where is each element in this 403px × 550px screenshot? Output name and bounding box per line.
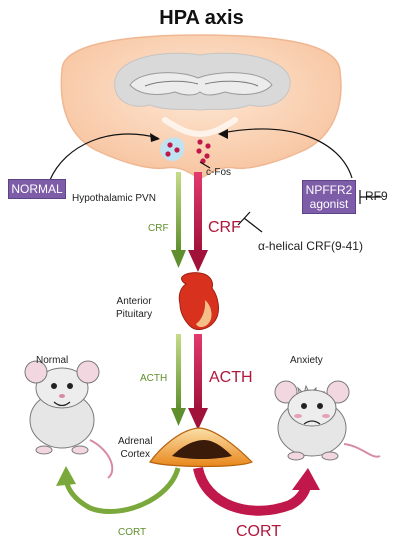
adrenal-cortex-shape	[149, 427, 254, 468]
cort-large-label: CORT	[236, 523, 282, 540]
normal-box-label: NORMAL	[11, 181, 63, 196]
inhibition-marks	[237, 190, 382, 233]
normal-mouse-illustration	[24, 360, 114, 479]
anterior-pituitary-label: Anterior Pituitary	[116, 296, 152, 321]
acth-large-label: ACTH	[209, 369, 253, 386]
pituitary-label: Pituitary	[116, 308, 153, 320]
npffr2-agonist-box: NPFFR2 agonist	[302, 180, 356, 214]
cort-arrows	[56, 466, 320, 516]
adrenal-label: Adrenal	[118, 436, 153, 447]
npffr2-label: NPFFR2	[305, 182, 353, 197]
anxiety-mouse-illustration	[274, 380, 381, 461]
hypothalamic-pvn-label: Hypothalamic PVN	[72, 193, 156, 204]
input-arrows	[49, 128, 353, 181]
anxiety-mouse-label: Anxiety	[290, 355, 323, 366]
anterior-pituitary-shape	[178, 272, 219, 330]
normal-mouse-label: Normal	[36, 355, 69, 366]
diagram-title: HPA axis	[159, 7, 244, 29]
brain-section	[60, 34, 342, 179]
acth-arrows	[171, 334, 208, 430]
adrenal-cortex-label: Adrenal Cortex	[118, 436, 152, 461]
cort-small-label: CORT	[118, 527, 147, 538]
normal-box: NORMAL	[8, 179, 66, 199]
crf-arrows	[171, 172, 208, 272]
alpha-helical-label: α-helical CRF(9-41)	[258, 239, 363, 253]
cortex-label: Cortex	[120, 448, 150, 460]
crf-small-label: CRF	[148, 223, 169, 234]
agonist-label: agonist	[309, 197, 349, 211]
crf-large-label: CRF	[208, 219, 241, 236]
rf9-label: RF9	[365, 189, 388, 203]
cfos-label: c-Fos	[206, 167, 231, 178]
anterior-label: Anterior	[116, 296, 152, 307]
acth-small-label: ACTH	[140, 373, 168, 384]
